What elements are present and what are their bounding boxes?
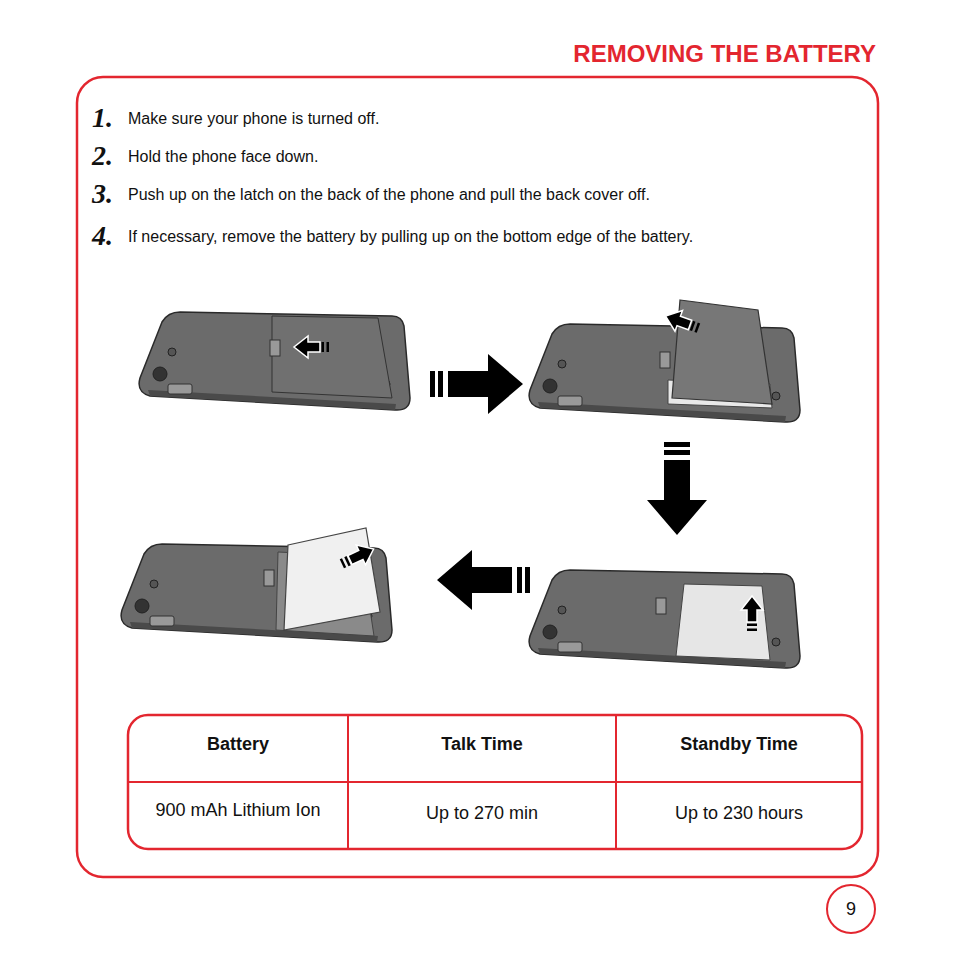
- step-number: 2.: [92, 142, 113, 170]
- step-number: 3.: [92, 180, 113, 208]
- table-cell: 900 mAh Lithium Ion: [128, 800, 348, 821]
- table-header: Standby Time: [616, 734, 862, 755]
- step-text: Push up on the latch on the back of the …: [128, 187, 650, 203]
- table-header: Talk Time: [348, 734, 616, 755]
- step-text: If necessary, remove the battery by pull…: [128, 229, 693, 245]
- table-cell: Up to 270 min: [348, 803, 616, 824]
- table-cell: Up to 230 hours: [616, 803, 862, 824]
- table-header: Battery: [128, 734, 348, 755]
- step-text: Hold the phone face down.: [128, 149, 318, 165]
- step-number: 1.: [92, 104, 113, 132]
- page-title: REMOVING THE BATTERY: [573, 40, 876, 68]
- step-text: Make sure your phone is turned off.: [128, 111, 379, 127]
- page-number-circle: 9: [826, 884, 876, 934]
- page-number: 9: [846, 899, 856, 920]
- step-number: 4.: [92, 222, 113, 250]
